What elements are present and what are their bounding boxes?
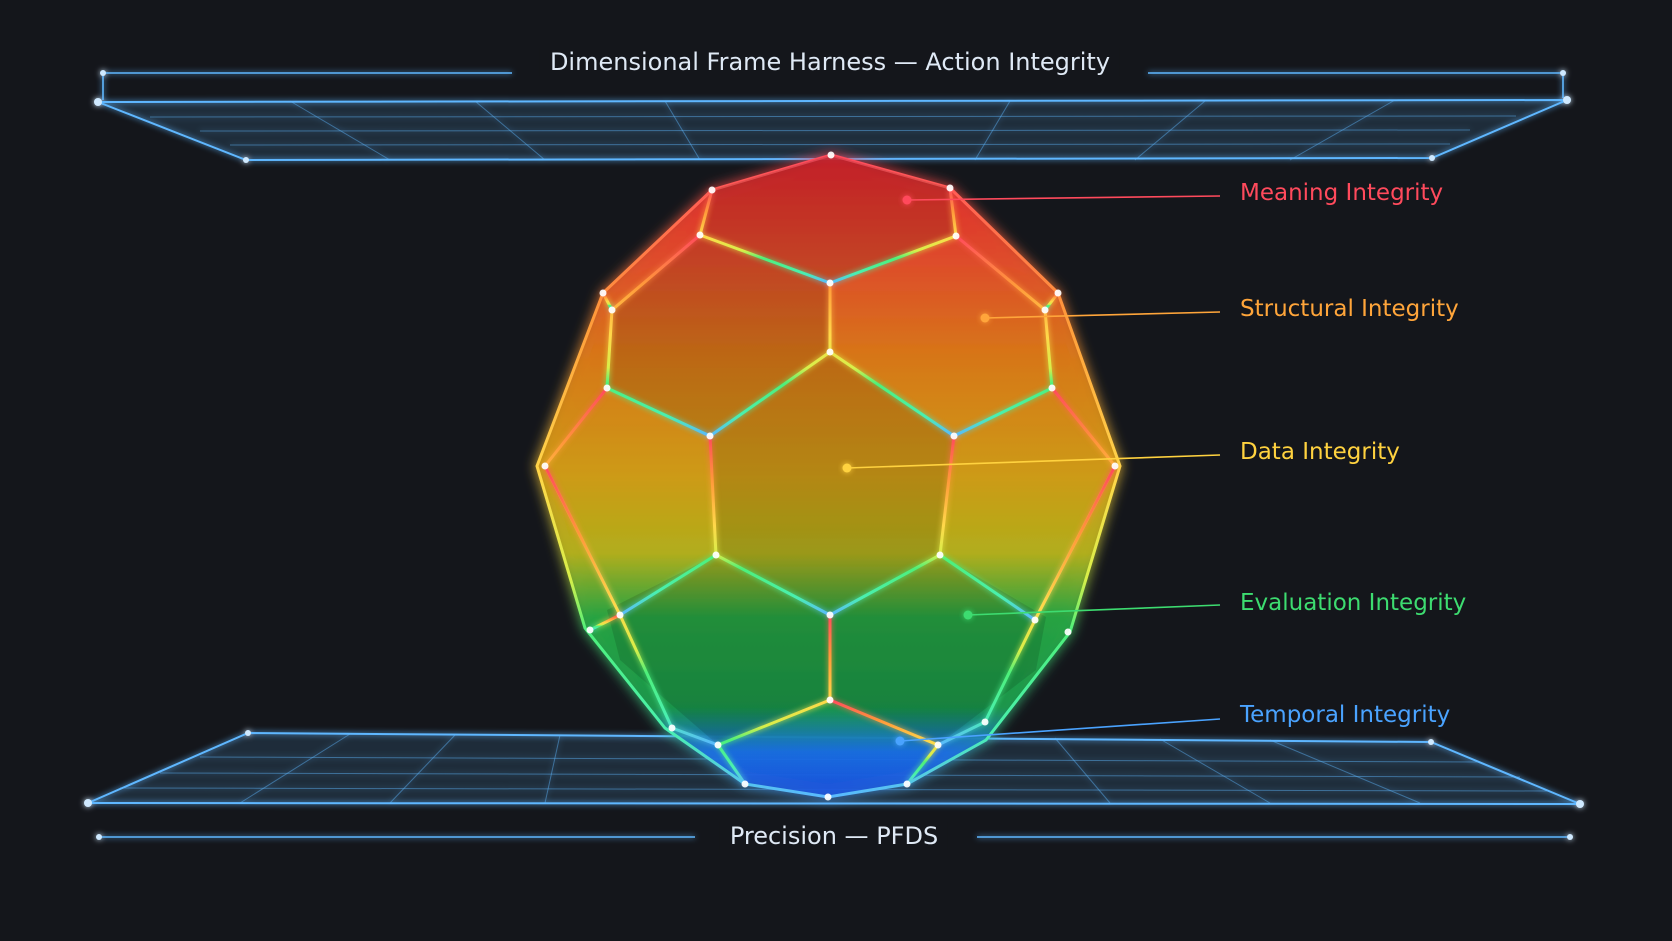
label-meaning-integrity: Meaning Integrity [1240,180,1444,206]
frame-title-dash: — [893,48,918,76]
top-frame [94,70,1571,163]
integrity-polyhedron [535,151,1122,801]
polyhedron-vertices [541,151,1119,801]
base-title-right: PFDS [876,822,939,850]
frame-title-right: Action Integrity [925,48,1111,76]
callout-evaluation [963,604,1221,620]
label-evaluation-integrity: Evaluation Integrity [1240,590,1467,616]
frame-title-left: Dimensional Frame Harness [549,48,887,76]
base-title-left: Precision [729,822,837,850]
callout-structural [980,311,1221,323]
callout-data [842,454,1221,473]
base-title: Precision — PFDS [719,822,949,850]
label-data-integrity: Data Integrity [1240,439,1400,465]
label-structural-integrity: Structural Integrity [1240,296,1459,322]
callouts [842,195,1221,746]
callout-meaning [902,195,1221,205]
base-title-dash: — [844,822,869,850]
frame-title: Dimensional Frame Harness — Action Integ… [539,48,1121,76]
top-frame-grid [149,99,1517,161]
callout-temporal [895,718,1221,746]
label-temporal-integrity: Temporal Integrity [1240,702,1451,728]
